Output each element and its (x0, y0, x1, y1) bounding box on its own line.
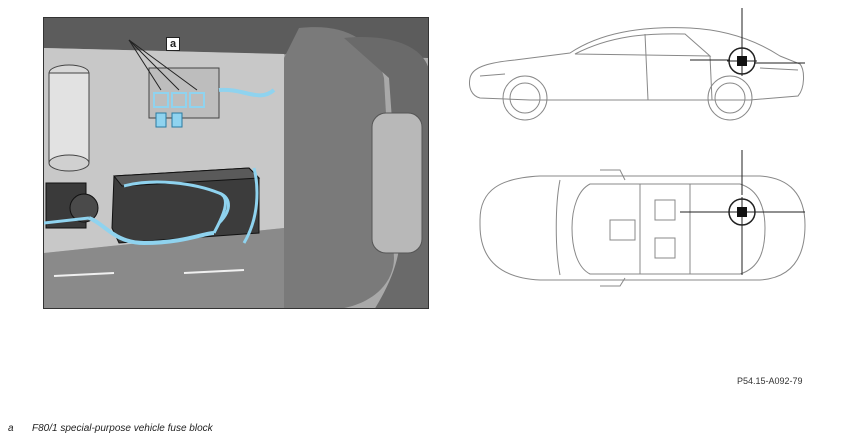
vehicle-interior-drawing (44, 18, 428, 308)
location-marker-top (737, 207, 747, 217)
vehicle-side-outline (469, 8, 805, 121)
vehicle-top-outline (479, 150, 806, 287)
component-location-illustration: a (43, 17, 429, 309)
figure-code: P54.15-A092-79 (737, 376, 803, 386)
legend-key: a (8, 423, 14, 434)
callout-label-a: a (166, 37, 180, 51)
legend-text: F80/1 special-purpose vehicle fuse block (32, 423, 213, 434)
location-marker-side (737, 56, 747, 66)
legend-item: a F80/1 special-purpose vehicle fuse bloc… (8, 423, 213, 434)
vehicle-side-view (460, 8, 810, 138)
vehicle-top-view (460, 150, 810, 310)
